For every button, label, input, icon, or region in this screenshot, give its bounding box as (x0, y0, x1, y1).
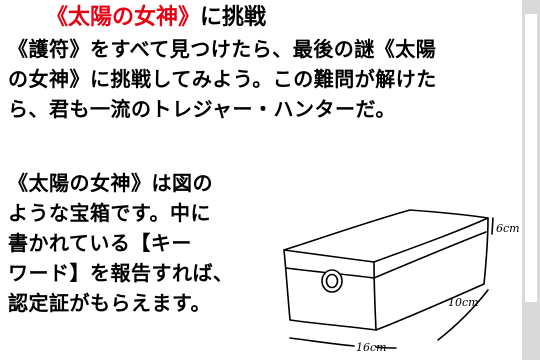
intro-paragraph: 《護符》をすべて見つけたら、最後の謎《太陽 の女神》に挑戦してみよう。この難問が… (8, 34, 518, 124)
title-challenge: に挑戦 (200, 5, 267, 30)
description-line: 《太陽の女神》は図の (8, 171, 213, 195)
label-depth: 10cm (448, 296, 479, 309)
treasure-chest-sketch: 6cm 10cm 16cm (283, 209, 520, 354)
height-dimension-line (491, 217, 494, 235)
width-dimension-line (289, 337, 397, 349)
chest-lid-seam-side (373, 231, 487, 279)
description-line: 認定証がもらえます。 (8, 291, 211, 315)
scrollbar-thumb[interactable] (525, 14, 537, 302)
intro-line: の女神》に挑戦してみよう。この難問が解けた (8, 67, 437, 91)
label-height: 6cm (496, 222, 520, 235)
title-sun-goddess: 《太陽の女神》 (46, 5, 201, 30)
depth-dimension-line (437, 289, 489, 341)
page-title: 《太陽の女神》に挑戦 (46, 4, 266, 32)
scrollbar-track[interactable] (522, 0, 540, 360)
intro-line: 《護符》をすべて見つけたら、最後の謎《太陽 (8, 37, 437, 61)
description-line: ワード】を報告すれば、 (8, 261, 234, 285)
description-line: ような宝箱です。中に (8, 201, 211, 225)
description-line: 書かれている【キー (8, 231, 192, 255)
chest-lid-top (283, 209, 489, 263)
label-width: 16cm (356, 341, 387, 354)
intro-line: ら、君も一流のトレジャー・ハンターだ。 (8, 97, 396, 121)
chest-description: 《太陽の女神》は図の ような宝箱です。中に 書かれている【キー ワード】を報告す… (8, 168, 256, 318)
chest-side-face (375, 217, 489, 331)
chest-front-face (283, 249, 377, 331)
lock-icon (321, 269, 343, 293)
